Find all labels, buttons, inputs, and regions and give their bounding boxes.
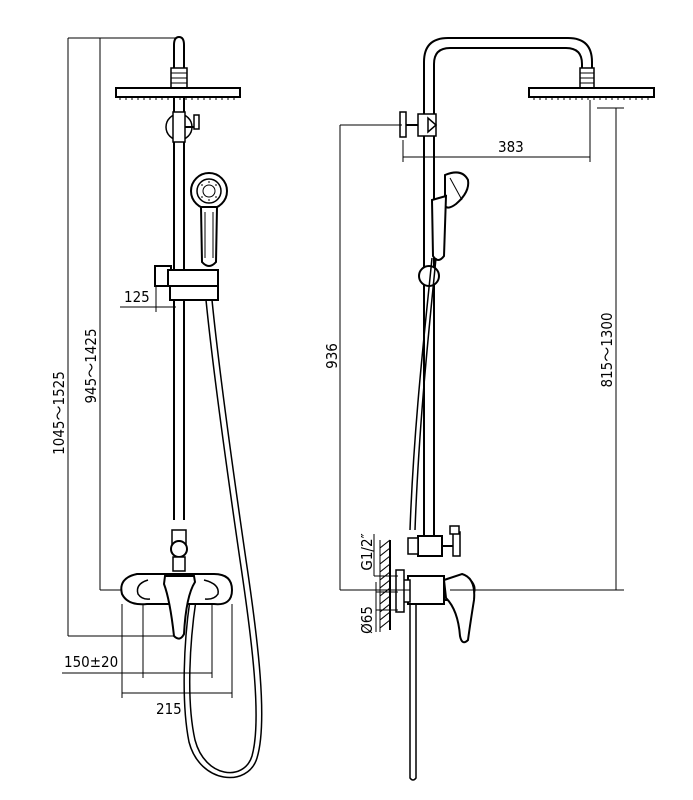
front-shower-hose bbox=[183, 299, 263, 779]
dim-holder-offset-label: 125 bbox=[124, 288, 150, 306]
dim-thread-size-label: G1/2″ bbox=[358, 533, 376, 570]
front-hand-shower bbox=[190, 172, 228, 267]
dim-flange-diameter-label: Ø65 bbox=[358, 606, 376, 634]
dim-thread-size: G1/2″ bbox=[358, 533, 398, 577]
front-rain-shower-head bbox=[115, 87, 241, 100]
front-lower-diverter bbox=[170, 529, 188, 572]
side-wall bbox=[379, 539, 391, 632]
dim-arm-reach-label: 383 bbox=[498, 138, 524, 156]
dim-holder-offset: 125 bbox=[120, 286, 176, 312]
dim-flange-diameter: Ø65 bbox=[358, 582, 398, 634]
front-mixer-body bbox=[120, 573, 234, 640]
dim-adjustable-height-label: 815～1300 bbox=[598, 312, 616, 387]
dim-arm-reach: 383 bbox=[402, 100, 591, 162]
side-rain-shower-head bbox=[528, 87, 655, 100]
dim-adjustable-height: 815～1300 bbox=[450, 107, 624, 591]
front-slide-holder bbox=[154, 265, 219, 301]
dim-total-height: 1045～1525 bbox=[50, 37, 176, 637]
dim-center-distance: 150±20 bbox=[62, 604, 213, 678]
side-mixer-body bbox=[395, 569, 476, 644]
side-diverter-valve bbox=[399, 111, 438, 138]
side-hand-shower bbox=[430, 171, 470, 261]
side-overhead-arm bbox=[423, 37, 593, 120]
dim-total-height-label: 1045～1525 bbox=[50, 371, 68, 455]
dim-rail-height-label: 945～1425 bbox=[82, 328, 100, 403]
dim-center-distance-label: 150±20 bbox=[64, 653, 118, 671]
dim-inlet-height: 936 bbox=[323, 124, 410, 591]
dim-mixer-width-label: 215 bbox=[156, 700, 182, 718]
dim-rail-height: 945～1425 bbox=[82, 38, 122, 591]
side-bottom-hose bbox=[409, 604, 417, 781]
front-view: 1045～1525 945～1425 125 150±20 215 bbox=[50, 35, 263, 779]
side-shower-hose bbox=[409, 257, 437, 531]
dim-inlet-height-label: 936 bbox=[323, 343, 341, 369]
front-diverter-valve bbox=[165, 111, 200, 143]
side-view: 936 383 815～1300 G1/2″ Ø65 bbox=[323, 37, 655, 781]
dim-mixer-width: 215 bbox=[121, 604, 233, 718]
side-lower-diverter bbox=[407, 525, 461, 557]
